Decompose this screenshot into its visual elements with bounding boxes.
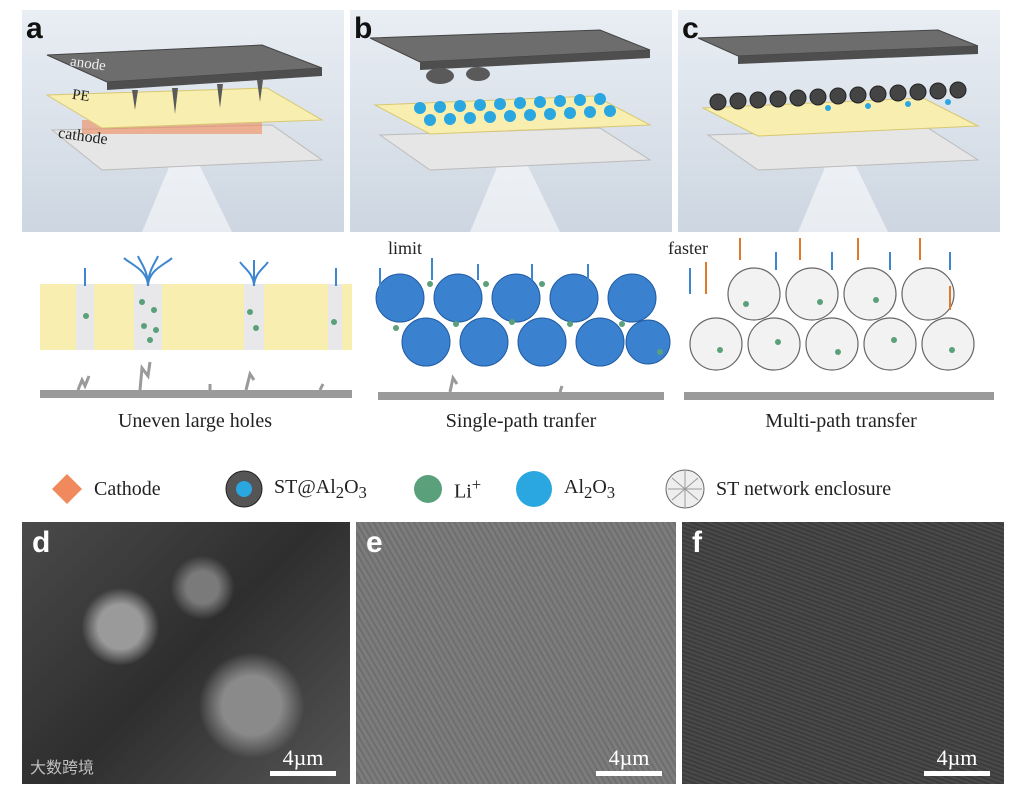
scale-bar-e: 4µm xyxy=(596,745,662,776)
caption-multi-path: Multi-path transfer xyxy=(680,410,1002,433)
legend-al2o3-label: Al2O3 xyxy=(564,476,615,503)
caption-uneven-holes: Uneven large holes xyxy=(30,410,360,433)
legend: Cathode ST@Al2O3 Li+ Al2O3 ST network en… xyxy=(0,465,1026,513)
panel-b-illustration xyxy=(350,10,672,232)
schematic-multi-path: faster Multi-path transfer xyxy=(680,232,1002,410)
legend-item-st-al2o3: ST@Al2O3 xyxy=(224,465,367,513)
legend-st-al2o3-label: ST@Al2O3 xyxy=(274,476,367,503)
panel-e-label: e xyxy=(366,526,383,560)
sem-image-e: e 4µm xyxy=(356,522,676,784)
watermark: 大数跨境 xyxy=(30,754,94,778)
schematic-uneven-holes: Uneven large holes xyxy=(30,240,360,410)
al2o3-sphere-icon xyxy=(514,469,554,509)
cathode-diamond-icon xyxy=(50,472,84,506)
st-al2o3-sphere-icon xyxy=(224,469,264,509)
legend-item-cathode: Cathode xyxy=(50,465,161,513)
faster-annotation: faster xyxy=(668,238,708,259)
sem-image-d: d 4µm 大数跨境 xyxy=(22,522,350,784)
li-ion-icon xyxy=(412,473,444,505)
panel-d-label: d xyxy=(32,526,50,560)
legend-st-network-label: ST network enclosure xyxy=(716,478,891,501)
scale-bar-f: 4µm xyxy=(924,745,990,776)
panel-f-label: f xyxy=(692,526,702,560)
panel-c-3d: c xyxy=(678,10,1000,232)
legend-item-li: Li+ xyxy=(412,465,481,513)
panel-a-label: a xyxy=(26,12,43,46)
panel-b-3d: b xyxy=(350,10,672,232)
panel-a-3d: a anode PE cathode xyxy=(22,10,344,232)
legend-li-label: Li+ xyxy=(454,475,481,504)
panel-c-illustration xyxy=(678,10,1000,232)
legend-item-al2o3: Al2O3 xyxy=(514,465,615,513)
legend-item-st-network: ST network enclosure xyxy=(664,465,891,513)
limit-annotation: limit xyxy=(388,238,422,259)
uneven-holes-diagram xyxy=(30,240,360,410)
multi-path-diagram xyxy=(680,232,1002,410)
caption-single-path: Single-path tranfer xyxy=(360,410,682,433)
pe-label: PE xyxy=(71,87,91,106)
legend-cathode-label: Cathode xyxy=(94,478,161,501)
panel-b-label: b xyxy=(354,12,372,46)
sem-image-f: f 4µm xyxy=(682,522,1004,784)
scale-bar-d: 4µm xyxy=(270,745,336,776)
schematic-single-path: limit Single-path tranfer xyxy=(360,232,682,410)
st-network-sphere-icon xyxy=(664,468,706,510)
panel-a-illustration xyxy=(22,10,344,232)
panel-c-label: c xyxy=(682,12,699,46)
